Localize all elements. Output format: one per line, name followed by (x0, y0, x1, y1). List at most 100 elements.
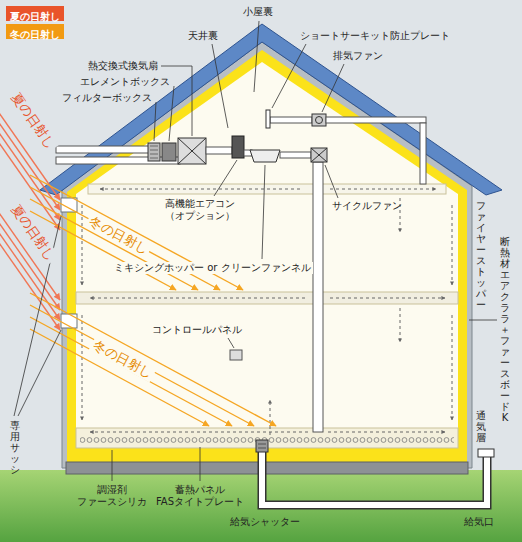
supply-inlet-cap (478, 449, 494, 457)
leader-line (212, 44, 228, 128)
vertical-label: 断熱材エアクララ＋ファースボードK (500, 236, 510, 423)
air-conditioner (232, 136, 244, 158)
part-label: コントロールパネル (150, 324, 244, 336)
air-flow-arrow (328, 432, 445, 433)
insulation-layer (67, 50, 467, 462)
part-label: フィルターボックス (62, 92, 152, 104)
heat-exchanger-core (178, 138, 206, 164)
cycle-fan (311, 148, 327, 162)
air-flow-arrow (452, 315, 453, 420)
leader-lines (14, 21, 497, 481)
cycle-fan-blade (311, 148, 327, 162)
vertical-label: ファイヤーストッパー (476, 200, 486, 310)
vertical-label: 通気層 (476, 410, 486, 443)
duct-system (56, 110, 494, 505)
exhaust-pipe (56, 157, 180, 164)
supply-shutter (256, 440, 268, 452)
exterior-wall (62, 42, 472, 468)
part-label: 調湿剤 ファースシリカ (72, 484, 152, 508)
air-flow-arrow (452, 205, 453, 285)
control-panel (230, 350, 242, 360)
leader-line (200, 447, 201, 481)
leader-line (228, 338, 234, 348)
part-label: ミキシングホッパー or クリーンファンネル (112, 262, 313, 274)
part-label: 熱交換式換気扇 (88, 60, 158, 72)
exhaust-fan-rotor (316, 117, 323, 124)
legend-text: 冬の日射し (6, 27, 64, 42)
filter-hatch (150, 150, 158, 151)
part-label: 高機能エアコン （オプション） (158, 198, 242, 222)
sunlight-label: 夏の日射し (7, 200, 60, 266)
leader-line (254, 21, 259, 92)
ceiling-plenum (88, 184, 446, 194)
exhaust-fan (312, 114, 326, 126)
filter-box (148, 143, 160, 161)
element-box (162, 143, 176, 161)
air-flow-arrow (330, 189, 436, 190)
sunlight-label: 冬の日射し (88, 336, 156, 383)
part-label: ショートサーキット防止プレート (300, 30, 450, 42)
part-label: 小屋裏 (243, 6, 273, 18)
supply-pipe (262, 452, 487, 505)
winter-sunlight (30, 175, 276, 426)
leader-line (112, 450, 113, 481)
air-flow-arrow (100, 189, 300, 190)
cycle-fan-blade (311, 148, 327, 162)
foundation (66, 462, 468, 474)
part-label: 排気ファン (333, 50, 383, 62)
leader-line (214, 160, 237, 196)
air-flow-arrow (90, 298, 305, 299)
short-circuit-plate (266, 110, 270, 128)
part-label: 天井裏 (188, 30, 218, 42)
supply-shutter-blade (258, 444, 266, 445)
sun-ray (30, 305, 254, 426)
sun-ray (30, 293, 276, 426)
roof (40, 24, 502, 195)
part-label: エレメントボックス (80, 76, 170, 88)
leader-line (322, 64, 344, 112)
supply-duct (280, 152, 311, 158)
floor-slab (76, 292, 458, 304)
vertical-duct (313, 162, 323, 432)
sunlight-label: 冬の日射し (84, 212, 152, 259)
air-flow (82, 189, 452, 435)
part-label: 給気口 (464, 516, 494, 528)
air-flow-arrow (400, 308, 401, 342)
air-flow-arrow (82, 205, 83, 285)
sun-ray (30, 329, 209, 426)
heat-exchanger-core (178, 138, 206, 164)
leader-line (469, 320, 497, 321)
mixing-hopper (250, 150, 280, 162)
air-flow-arrow (330, 298, 445, 299)
supply-pipe-outline (262, 452, 487, 505)
vertical-label: 専用サッシ (10, 420, 20, 475)
exhaust-duct (326, 117, 426, 123)
air-flow-arrow (90, 432, 308, 433)
leader-line (325, 165, 338, 198)
air-flow-arrow (82, 315, 83, 420)
sunlight-label: 夏の日射し (7, 88, 60, 154)
heat-exchanger (178, 138, 206, 164)
leader-line (169, 86, 174, 141)
supply-duct (206, 147, 232, 154)
part-label: サイクルファン (332, 200, 402, 212)
part-label: 蓄熱パネル FASタイトプレート (150, 484, 250, 508)
air-flow-arrow (270, 400, 271, 435)
legend-swatch: 夏の日射し (6, 6, 64, 21)
exhaust-duct (270, 117, 312, 123)
leader-line (272, 44, 306, 108)
leader-line (154, 102, 156, 141)
legend-text: 夏の日射し (6, 9, 64, 24)
leader-line (262, 165, 265, 259)
filter-hatch (150, 146, 158, 147)
supply-shutter-blade (258, 448, 266, 449)
filter-hatch (150, 158, 158, 159)
legend-swatch: 冬の日射し (6, 24, 64, 39)
exhaust-duct (420, 123, 426, 184)
filter-hatch (150, 154, 158, 155)
intake-pipe (56, 146, 150, 153)
part-label: 給気シャッター (230, 516, 300, 528)
